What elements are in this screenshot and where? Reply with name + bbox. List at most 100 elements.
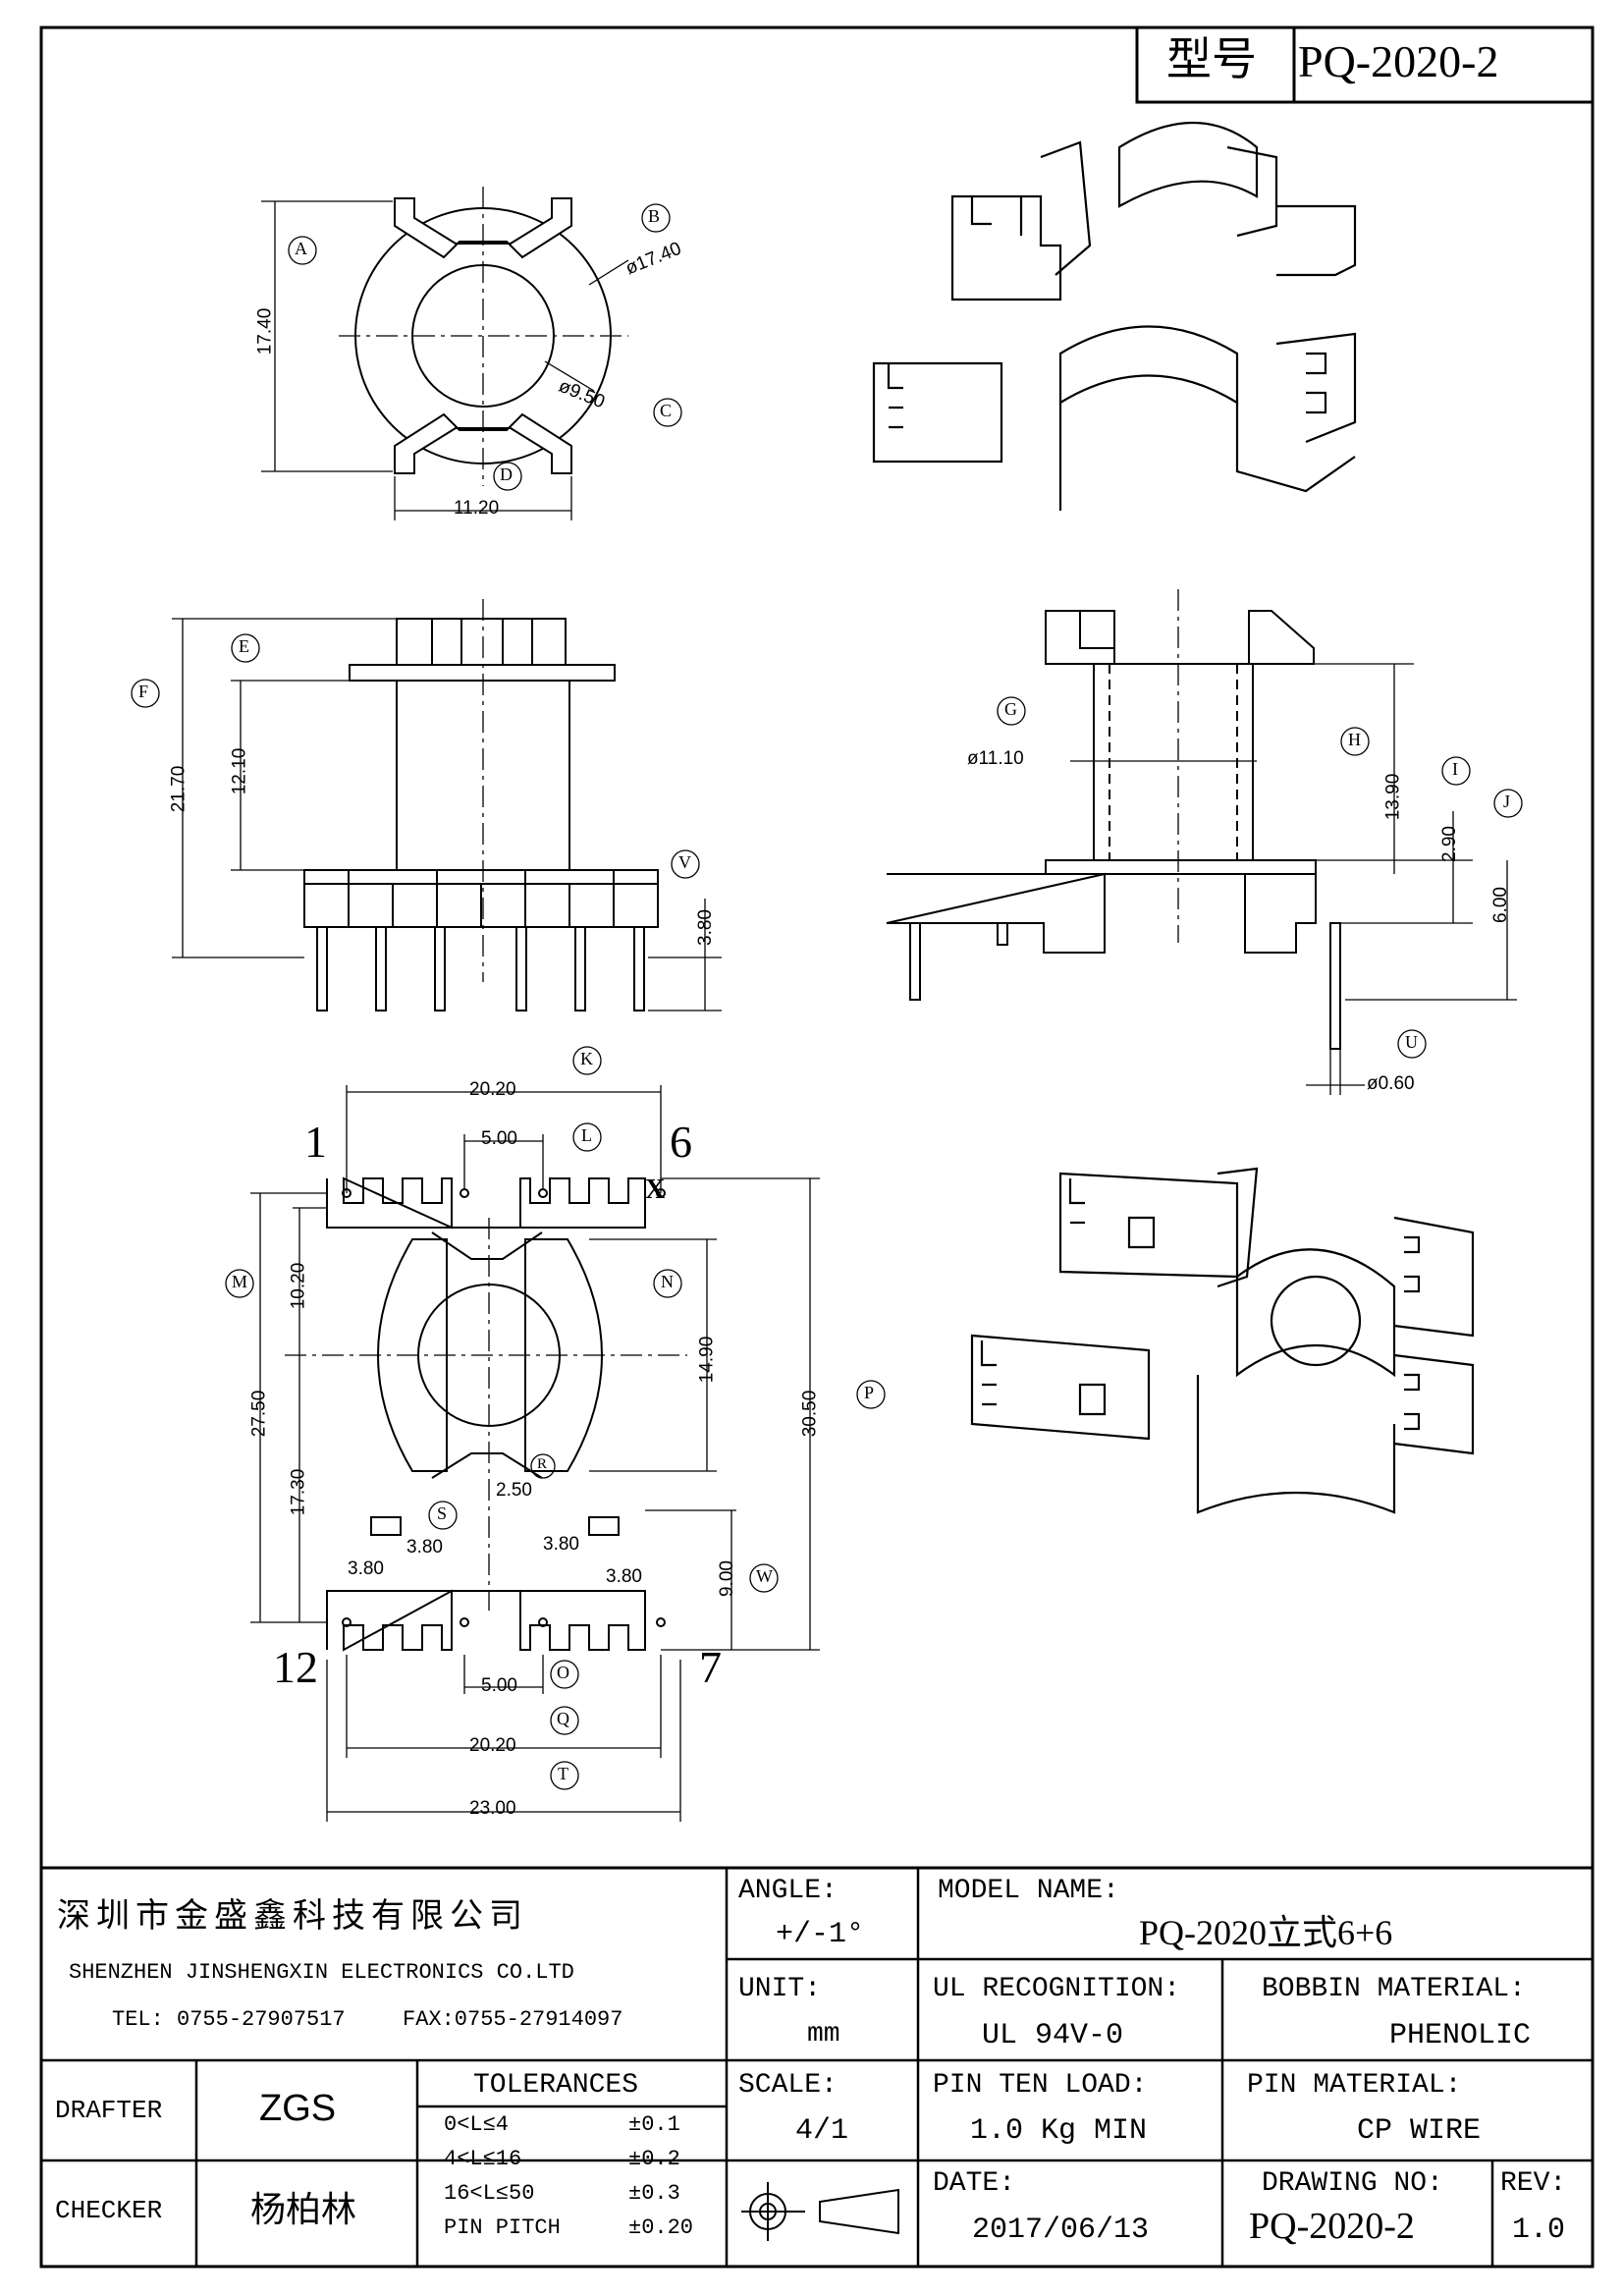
dim-10-20 — [293, 1207, 327, 1355]
iso-view-top — [872, 122, 1357, 511]
tol-value-4: ±0.20 — [628, 2215, 694, 2240]
side-pin-right — [1329, 922, 1341, 1050]
company-en: SHENZHEN JINSHENGXIN ELECTRONICS CO.LTD — [69, 1960, 574, 1985]
pin-material-label: PIN MATERIAL: — [1247, 2070, 1462, 2101]
tolerances-label: TOLERANCES — [473, 2070, 639, 2101]
dim-3-80 — [648, 899, 722, 1011]
date-label: DATE: — [933, 2168, 1016, 2199]
dim-20-20-top — [346, 1085, 662, 1193]
dim-front-pin-length: 3.80 — [694, 909, 716, 946]
pin-label-6: 6 — [670, 1117, 692, 1167]
callout-q: Q — [557, 1709, 569, 1728]
bubble-k — [572, 1046, 602, 1075]
callout-p: P — [864, 1383, 875, 1402]
bubble-o — [550, 1660, 579, 1689]
bottom-view — [225, 1046, 886, 1822]
tol-value-1: ±0.1 — [628, 2112, 680, 2137]
callout-l: L — [581, 1125, 592, 1145]
rev-value: 1.0 — [1512, 2214, 1566, 2247]
tol-value-2: ±0.2 — [628, 2147, 680, 2171]
flange-right — [524, 1238, 603, 1472]
callout-s: S — [437, 1503, 448, 1523]
bubble-l — [572, 1122, 602, 1152]
dim-6-00 — [1345, 860, 1517, 1001]
top-v-notch — [431, 1231, 543, 1260]
callout-e: E — [239, 636, 249, 656]
dim-bottom-s-right: 3.80 — [543, 1534, 579, 1555]
model-name-value: PQ-2020立式6+6 — [1139, 1913, 1393, 1952]
mark-s — [370, 1516, 402, 1536]
dim-side-height-j: 6.00 — [1489, 887, 1511, 923]
date-value: 2017/06/13 — [972, 2214, 1150, 2247]
pin-load-label: PIN TEN LOAD: — [933, 2070, 1148, 2101]
dim-bottom-n-height: 14.90 — [696, 1336, 718, 1384]
dim-bottom-q-span: 20.20 — [469, 1735, 516, 1756]
bubble-s — [428, 1501, 458, 1530]
bubble-h — [1340, 727, 1370, 756]
angle-value: +/-1° — [776, 1918, 865, 1951]
leader-b — [588, 259, 629, 286]
dim-bottom-top-span: 20.20 — [469, 1079, 516, 1100]
checker-value: 杨柏林 — [250, 2190, 357, 2229]
bottom-rail — [326, 1589, 646, 1652]
bubble-j — [1493, 789, 1523, 818]
callout-k: K — [580, 1049, 593, 1068]
callout-o: O — [557, 1663, 569, 1682]
dim-5-00-top — [463, 1134, 544, 1188]
side-pin-left — [909, 922, 921, 1001]
side-top-lug-right — [1248, 610, 1315, 665]
dim-bottom-m-total: 27.50 — [248, 1390, 270, 1438]
front-pins — [316, 926, 645, 1011]
scale-value: 4/1 — [795, 2114, 849, 2148]
rev-label: REV: — [1500, 2168, 1567, 2199]
bubble-d — [493, 462, 522, 491]
callout-j: J — [1503, 792, 1511, 811]
dim-17-40-v — [261, 200, 393, 472]
callout-n: N — [661, 1272, 674, 1291]
side-core — [1093, 663, 1254, 861]
callout-c: C — [660, 401, 673, 420]
dim-bottom-m-lower: 17.30 — [288, 1468, 309, 1516]
angle-label: ANGLE: — [738, 1876, 838, 1906]
company-cn: 深圳市金盛鑫科技有限公司 — [57, 1898, 528, 1935]
dim-bottom-top-pitch: 5.00 — [481, 1128, 517, 1149]
bubble-g — [997, 696, 1026, 726]
dim-side-height-h: 13.90 — [1382, 773, 1404, 821]
projection-symbol — [741, 2182, 899, 2241]
dim-bottom-s-left2: 3.80 — [348, 1558, 384, 1579]
dim-bottom-bottom-pitch: 5.00 — [481, 1675, 517, 1696]
bubble-q — [550, 1706, 579, 1735]
dim-9-00 — [645, 1509, 736, 1650]
bubble-r — [530, 1453, 556, 1479]
drafter-value: ZGS — [259, 2088, 337, 2129]
bottom-slot — [394, 412, 572, 474]
dim-30-50 — [661, 1177, 820, 1651]
callout-t: T — [558, 1764, 568, 1783]
dim-m — [250, 1192, 327, 1623]
checker-label: CHECKER — [55, 2196, 163, 2225]
dim-side-pin-dia: ø0.60 — [1367, 1073, 1415, 1094]
ul-value: UL 94V-0 — [982, 2019, 1124, 2052]
company-tel: TEL: 0755-27907517 — [112, 2007, 346, 2032]
header-model-code: PQ-2020-2 — [1298, 36, 1499, 86]
bottom-v-notch — [431, 1452, 543, 1479]
pin-label-12: 12 — [273, 1642, 318, 1692]
top-flange — [349, 664, 616, 682]
leader-c — [544, 360, 595, 392]
dim-20-20-bottom — [346, 1655, 662, 1758]
bobbin-value: PHENOLIC — [1389, 2019, 1532, 2052]
dim-0-60 — [1306, 1049, 1365, 1095]
callout-d: D — [500, 465, 513, 484]
side-base-flange — [1045, 859, 1317, 875]
drawing-no-label: DRAWING NO: — [1262, 2168, 1443, 2199]
dim-2-90 — [1316, 811, 1473, 924]
dim-bottom-p-total: 30.50 — [799, 1390, 821, 1438]
unit-value: mm — [807, 2019, 840, 2050]
tol-value-3: ±0.3 — [628, 2181, 680, 2206]
bubble-w — [749, 1563, 779, 1593]
bubble-v — [671, 849, 700, 879]
header-model-label: 型号 — [1166, 34, 1257, 84]
bubble-i — [1441, 756, 1471, 786]
ul-label: UL RECOGNITION: — [933, 1974, 1181, 2004]
